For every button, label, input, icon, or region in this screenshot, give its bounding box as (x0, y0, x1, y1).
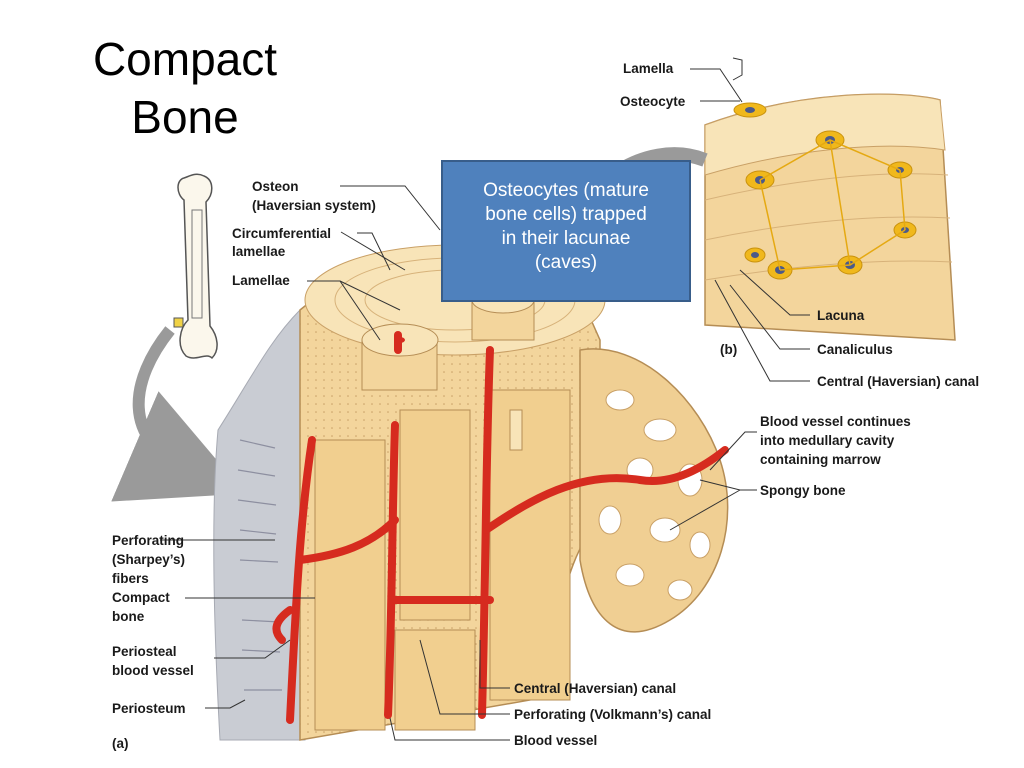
periosteum-layer (213, 308, 306, 741)
label-central-canal-a: Central (Haversian) canal (514, 681, 676, 696)
label-perforating-canal: Perforating (Volkmann’s) canal (514, 707, 711, 722)
label-sharpeys: (Sharpey’s) (112, 552, 185, 567)
sharpey-fibers (237, 439, 282, 691)
label-circumferential: Circumferential (232, 226, 331, 241)
label-lacuna: Lacuna (817, 308, 865, 323)
label-fibers: fibers (112, 571, 149, 586)
label-spongy-bone: Spongy bone (760, 483, 846, 498)
spongy-bone-region (579, 348, 729, 633)
diagram-labels: Lamella Osteocyte Osteon (Haversian syst… (112, 61, 979, 751)
label-periosteum: Periosteum (112, 701, 186, 716)
label-panel-a: (a) (112, 736, 129, 751)
femur-illustration (173, 173, 218, 360)
label-osteon: Osteon (252, 179, 299, 194)
label-perforating: Perforating (112, 533, 184, 548)
title-line-2: Bone (131, 91, 239, 143)
label-blood-vessel-continues-2: into medullary cavity (760, 433, 895, 448)
label-canaliculus: Canaliculus (817, 342, 893, 357)
callout-line-4: (caves) (534, 252, 598, 273)
label-central-canal-b: Central (Haversian) canal (817, 374, 979, 389)
title-line-1: Compact (92, 33, 278, 85)
label-lamellae: Lamellae (232, 273, 290, 288)
label-circumferential-lamellae: lamellae (232, 244, 286, 259)
label-blood-vessel: Blood vessel (514, 733, 597, 748)
femur-section-marker (173, 317, 184, 328)
femur-arrow (111, 326, 246, 502)
callout-line-1: Osteocytes (mature (483, 180, 649, 201)
label-blood-vessel-continues-1: Blood vessel continues (760, 414, 911, 429)
label-blood-vessel-continues-3: containing marrow (760, 452, 881, 467)
leader-lines (160, 57, 810, 741)
callout-line-2: bone cells) trapped (485, 204, 647, 225)
label-lamella: Lamella (623, 61, 674, 76)
label-bone: bone (112, 609, 145, 624)
slide-title: Compact Bone (60, 30, 310, 146)
label-periosteal: Periosteal (112, 644, 177, 659)
label-compact: Compact (112, 590, 170, 605)
osteocyte-callout: Osteocytes (mature bone cells) trapped i… (441, 160, 691, 302)
callout-line-3: in their lacunae (501, 228, 631, 249)
blood-vessels (272, 331, 729, 724)
label-periosteal-blood-vessel: blood vessel (112, 663, 194, 678)
panel-b-wedge (704, 93, 956, 341)
label-panel-b: (b) (720, 342, 737, 357)
label-haversian-system: (Haversian system) (252, 198, 376, 213)
label-osteocyte: Osteocyte (620, 94, 686, 109)
